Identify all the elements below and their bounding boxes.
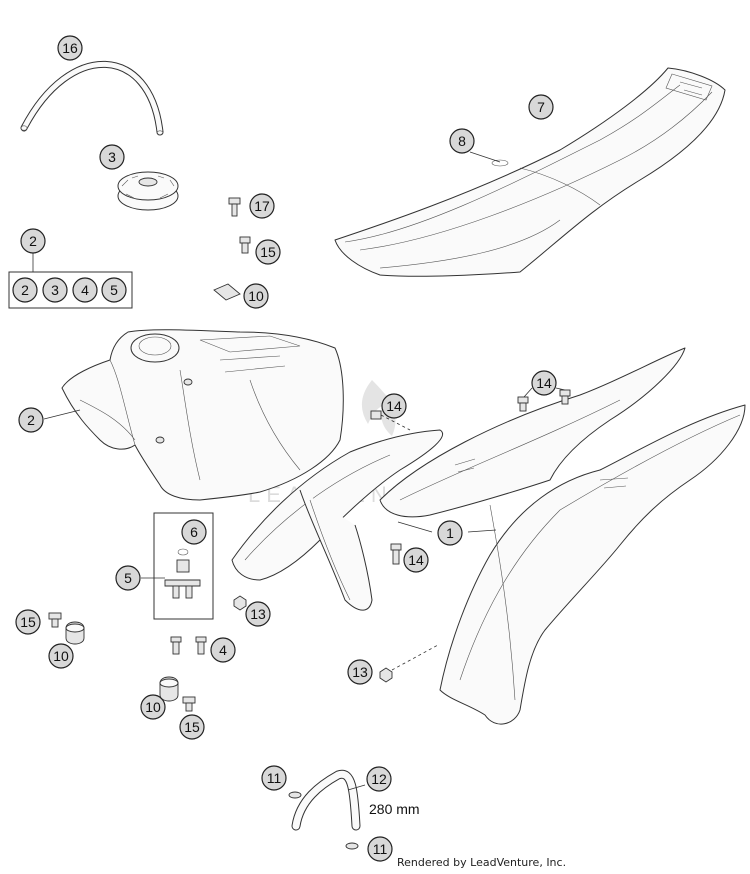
hardware-hose-clamps	[288, 791, 359, 850]
callout-15-top: 15	[255, 239, 281, 265]
hardware-bottom-screw-spacer	[159, 676, 196, 712]
callout-kit-2: 2	[12, 277, 38, 303]
callout-15-bottom: 15	[179, 714, 205, 740]
footer-credit: Rendered by LeadVenture, Inc.	[397, 856, 567, 869]
svg-text:3: 3	[51, 282, 59, 298]
part-left-shroud	[231, 429, 443, 611]
hardware-screw-14-right	[517, 387, 571, 412]
callout-14-right: 14	[531, 370, 557, 396]
callout-6: 6	[181, 519, 207, 545]
svg-text:17: 17	[254, 198, 270, 214]
callout-4: 4	[210, 637, 236, 663]
svg-text:5: 5	[110, 282, 118, 298]
callout-3: 3	[99, 144, 125, 170]
hardware-screw-4	[170, 636, 207, 655]
callout-13-left: 13	[245, 601, 271, 627]
svg-text:13: 13	[352, 664, 368, 680]
callout-10-top: 10	[243, 283, 269, 309]
part-breather-hose	[20, 60, 164, 136]
part-side-cover-rear	[439, 404, 746, 725]
callout-5: 5	[115, 565, 141, 591]
hose-length-label: 280 mm	[369, 801, 420, 817]
svg-text:15: 15	[184, 719, 200, 735]
callout-kit-4: 4	[72, 277, 98, 303]
svg-text:14: 14	[386, 398, 402, 414]
svg-text:7: 7	[537, 99, 545, 115]
callout-10-bottom: 10	[140, 694, 166, 720]
callout-10-left: 10	[48, 643, 74, 669]
part-side-cover-upper	[379, 347, 686, 518]
callout-12: 12	[366, 766, 392, 792]
svg-text:10: 10	[53, 648, 69, 664]
leader-8	[469, 151, 501, 163]
svg-text:14: 14	[408, 552, 424, 568]
hardware-screw-15-top	[239, 236, 251, 254]
svg-text:13: 13	[250, 606, 266, 622]
hardware-screw-14-left	[370, 410, 411, 431]
part-seat	[334, 67, 726, 277]
svg-text:11: 11	[373, 841, 388, 857]
leader-2-tank	[43, 409, 81, 420]
svg-text:1: 1	[446, 525, 454, 541]
callout-17: 17	[249, 193, 275, 219]
svg-text:8: 8	[458, 133, 466, 149]
callout-2-kit: 2	[20, 228, 46, 254]
leader-1a	[397, 521, 433, 533]
callout-16: 16	[57, 35, 83, 61]
callout-7: 7	[528, 94, 554, 120]
svg-text:2: 2	[29, 233, 37, 249]
callout-kit-3: 3	[42, 277, 68, 303]
leader-1b	[467, 529, 497, 533]
svg-text:4: 4	[81, 282, 89, 298]
svg-text:10: 10	[145, 699, 161, 715]
hardware-screw-17	[228, 197, 241, 217]
callout-11-bottom: 11	[367, 836, 393, 862]
callout-kit-5: 5	[101, 277, 127, 303]
part-fuel-tank	[61, 329, 344, 501]
callout-15-left: 15	[15, 609, 41, 635]
callout-14-left: 14	[381, 393, 407, 419]
part-fuel-cap	[117, 171, 179, 211]
kit-contents-box	[8, 252, 133, 309]
svg-text:2: 2	[27, 412, 35, 428]
svg-text:12: 12	[371, 771, 387, 787]
hardware-screw-14-bottom	[390, 543, 402, 565]
hardware-spacer-10-top	[213, 283, 241, 301]
callout-2-tank: 2	[18, 407, 44, 433]
callout-11-top: 11	[261, 765, 287, 791]
part-fuel-hose	[291, 769, 361, 831]
hardware-left-screw-spacer	[48, 612, 85, 645]
callout-13-right: 13	[347, 659, 373, 685]
fuel-valve-group	[141, 512, 214, 620]
svg-text:16: 16	[62, 40, 78, 56]
svg-text:11: 11	[267, 770, 282, 786]
svg-text:4: 4	[219, 642, 227, 658]
svg-text:3: 3	[108, 149, 116, 165]
callout-14-bottom: 14	[403, 547, 429, 573]
watermark-flame-icon	[361, 380, 396, 436]
svg-text:6: 6	[190, 524, 198, 540]
svg-text:10: 10	[248, 288, 264, 304]
leader-12	[347, 784, 366, 791]
svg-text:2: 2	[21, 282, 29, 298]
svg-text:14: 14	[536, 375, 552, 391]
hardware-nut-13-right	[379, 644, 439, 683]
callout-1: 1	[437, 520, 463, 546]
callout-8: 8	[449, 128, 475, 154]
svg-text:5: 5	[124, 570, 132, 586]
hardware-nut-13-left	[233, 595, 247, 611]
svg-text:15: 15	[260, 244, 276, 260]
svg-text:15: 15	[20, 614, 36, 630]
